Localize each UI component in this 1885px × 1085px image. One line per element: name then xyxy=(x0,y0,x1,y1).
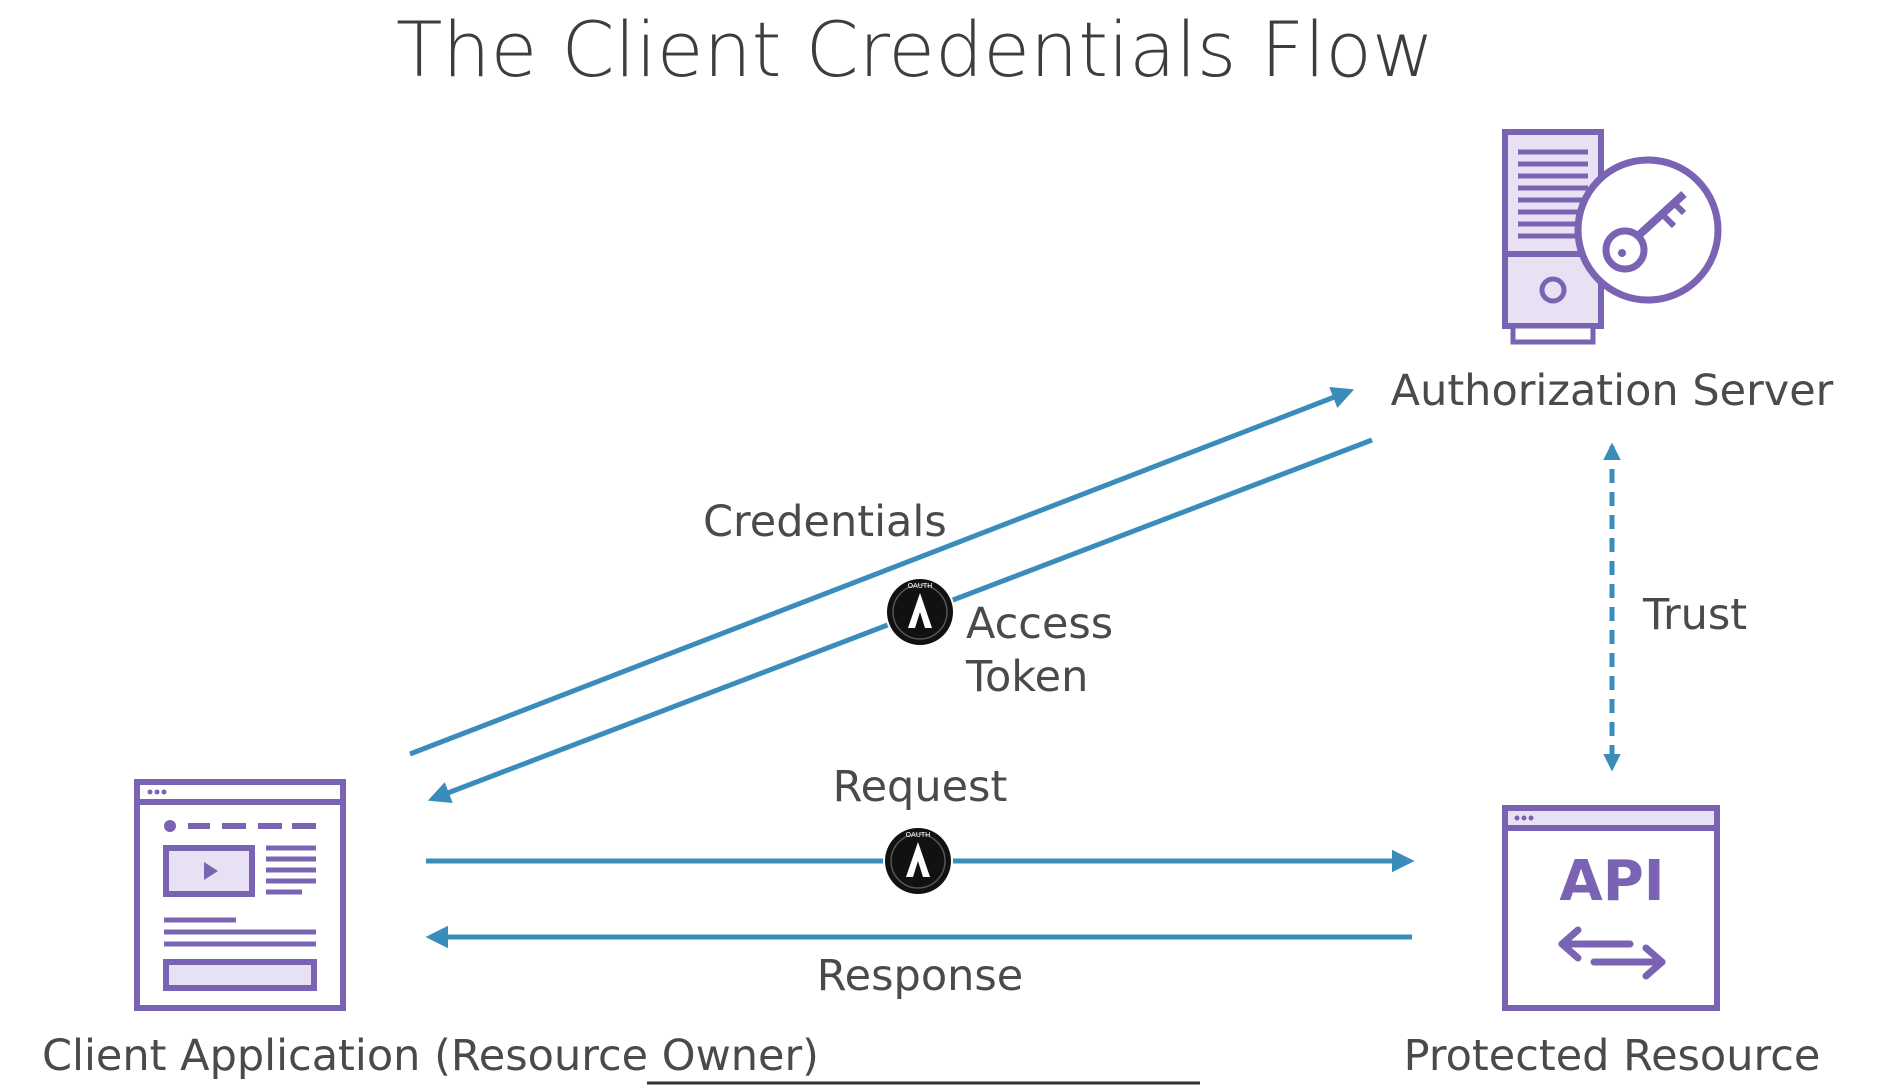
request-label: Request xyxy=(833,762,1008,812)
oauth-badge-text: OAUTH xyxy=(906,831,931,839)
authorization-server-icon xyxy=(1502,129,1722,345)
diagram-title: The Client Credentials Flow xyxy=(396,5,1434,94)
credentials-label: Credentials xyxy=(703,497,947,547)
exchange-arrows-icon xyxy=(1558,926,1666,980)
protected-resource-label: Protected Resource xyxy=(1404,1031,1821,1081)
client-application-label: Client Application (Resource Owner) xyxy=(42,1031,819,1081)
trust-label: Trust xyxy=(1642,590,1747,640)
response-label: Response xyxy=(817,951,1024,1001)
oauth-token-badge-access: OAUTH xyxy=(885,577,955,647)
protected-resource-icon: API xyxy=(1502,805,1720,1011)
api-label: API xyxy=(1559,849,1664,914)
credentials-arrow xyxy=(409,386,1355,757)
client-application-icon xyxy=(134,779,346,1011)
key-icon xyxy=(1602,191,1687,273)
oauth-token-badge-request: OAUTH xyxy=(883,826,953,896)
access-token-label-line2: Token xyxy=(965,652,1088,702)
access-token-label-line1: Access xyxy=(966,599,1113,649)
authorization-server-label: Authorization Server xyxy=(1391,366,1834,416)
oauth-badge-text: OAUTH xyxy=(908,582,933,590)
